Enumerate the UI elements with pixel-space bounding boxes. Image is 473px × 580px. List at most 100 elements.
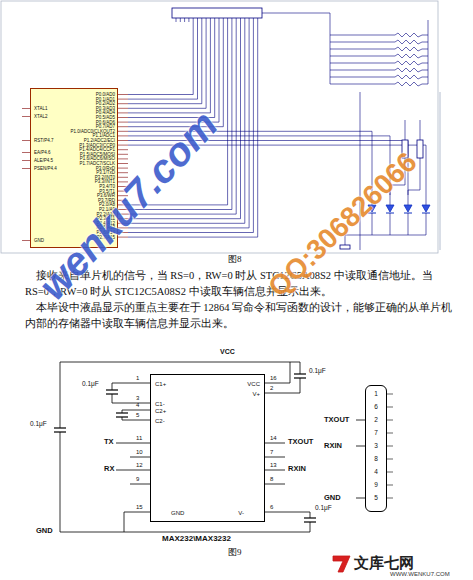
body-text: 本毕设中液晶显示的重点主要在于 12864 写命令和写函数的设计，能够正确的从单… <box>25 300 455 332</box>
wire <box>356 446 365 447</box>
signal-label: TXOUT <box>288 438 313 446</box>
pin-stub <box>265 393 285 394</box>
header-pin <box>236 18 237 22</box>
signal-label: 12 <box>136 462 143 469</box>
header-pin <box>257 18 258 22</box>
pin-stub <box>118 103 128 104</box>
db9-pin <box>387 459 393 460</box>
wire <box>60 432 61 532</box>
db9-pin <box>387 485 393 486</box>
wire <box>300 362 301 374</box>
body-text: 图8 <box>228 255 242 265</box>
db9-pin <box>387 472 393 473</box>
db9-pin <box>387 407 393 408</box>
wire <box>122 417 130 420</box>
pin-stub <box>130 512 150 513</box>
header-pin <box>176 18 177 22</box>
pin-stub <box>118 158 128 159</box>
pin-stub <box>118 126 128 127</box>
pin-stub <box>118 163 128 164</box>
signal-label: GND <box>36 527 53 535</box>
led-symbol <box>422 205 430 212</box>
header-pin <box>197 18 198 22</box>
bus-wire <box>128 22 223 127</box>
logo-mark <box>333 556 350 572</box>
resistor-network <box>330 68 428 72</box>
db9-pin <box>387 420 393 421</box>
signal-label: 7 <box>270 449 273 456</box>
bus-wire <box>128 22 215 118</box>
signal-label: GND <box>324 494 341 502</box>
wire <box>116 470 130 471</box>
pin-stub <box>130 470 150 471</box>
header-pin <box>219 18 220 22</box>
pin-stub <box>130 443 150 444</box>
signal-label: RXIN <box>288 465 306 473</box>
chip-box: 162738495 <box>365 385 387 512</box>
pin-name: C2+ <box>155 408 166 414</box>
pin-name: C1+ <box>155 381 166 387</box>
signal-label: 4 <box>136 402 139 409</box>
pin-name: 9 <box>366 482 386 489</box>
pin-stub <box>22 140 30 141</box>
wire <box>285 512 310 518</box>
pin-name: 4 <box>366 469 386 476</box>
pin-stub <box>265 457 285 458</box>
pin-stub <box>118 149 128 150</box>
signal-label: 11 <box>136 435 142 442</box>
signal-label: 13 <box>270 462 277 469</box>
bus-wire <box>128 22 206 108</box>
bus-wire <box>428 20 429 84</box>
pin-stub <box>118 112 128 113</box>
header-pin <box>223 18 224 22</box>
pin-stub <box>130 420 150 421</box>
signal-label: 0.1μF <box>30 420 47 427</box>
pin-name: V- <box>238 510 244 516</box>
pin-name: XTAL2 <box>34 115 47 120</box>
capacitor-symbol <box>106 389 118 390</box>
wire <box>285 362 290 383</box>
resistor-network <box>330 47 428 51</box>
pin-stub <box>118 122 128 123</box>
wire <box>285 378 300 393</box>
header-pin <box>240 18 241 22</box>
pin-stub <box>130 383 150 384</box>
led-symbol <box>404 205 412 212</box>
header-pin <box>206 18 207 22</box>
wire <box>310 522 311 532</box>
bus-wire <box>128 22 193 95</box>
db9-pin <box>387 394 393 395</box>
wire <box>112 383 130 390</box>
pin-stub <box>265 484 285 485</box>
wire <box>420 120 421 140</box>
pin-name: C1- <box>155 401 165 407</box>
wire <box>356 420 365 421</box>
pin-name: V+ <box>252 391 260 397</box>
signal-label: 5 <box>136 412 139 419</box>
bus-wire <box>128 22 198 99</box>
pin-stub <box>118 99 128 100</box>
capacitor-symbol <box>294 377 306 378</box>
resistor-network <box>330 61 428 65</box>
signal-label: WWW.WENKU7.COM <box>390 571 450 578</box>
led-wire <box>372 235 426 236</box>
capacitor-symbol <box>54 427 66 428</box>
header-pin <box>244 18 245 22</box>
pin-name: XTAL1 <box>34 107 47 112</box>
pin-name: GND <box>34 239 44 244</box>
pin-name: ALE/P4.5 <box>34 159 53 164</box>
signal-label: TXOUT <box>324 416 349 424</box>
frame-line <box>440 92 441 250</box>
header-pin <box>180 18 181 22</box>
pin-stub <box>22 116 30 117</box>
gnd-wire <box>60 532 310 533</box>
pin-name: 8 <box>366 456 386 463</box>
pin-name: 1 <box>366 391 386 398</box>
pin-stub <box>118 131 128 132</box>
pin-name: 2 <box>366 417 386 424</box>
body-text: 图9 <box>228 548 242 558</box>
capacitor-symbol <box>304 517 316 518</box>
wire <box>356 498 365 499</box>
signal-label: 15 <box>136 504 143 511</box>
pin-stub <box>118 168 128 169</box>
